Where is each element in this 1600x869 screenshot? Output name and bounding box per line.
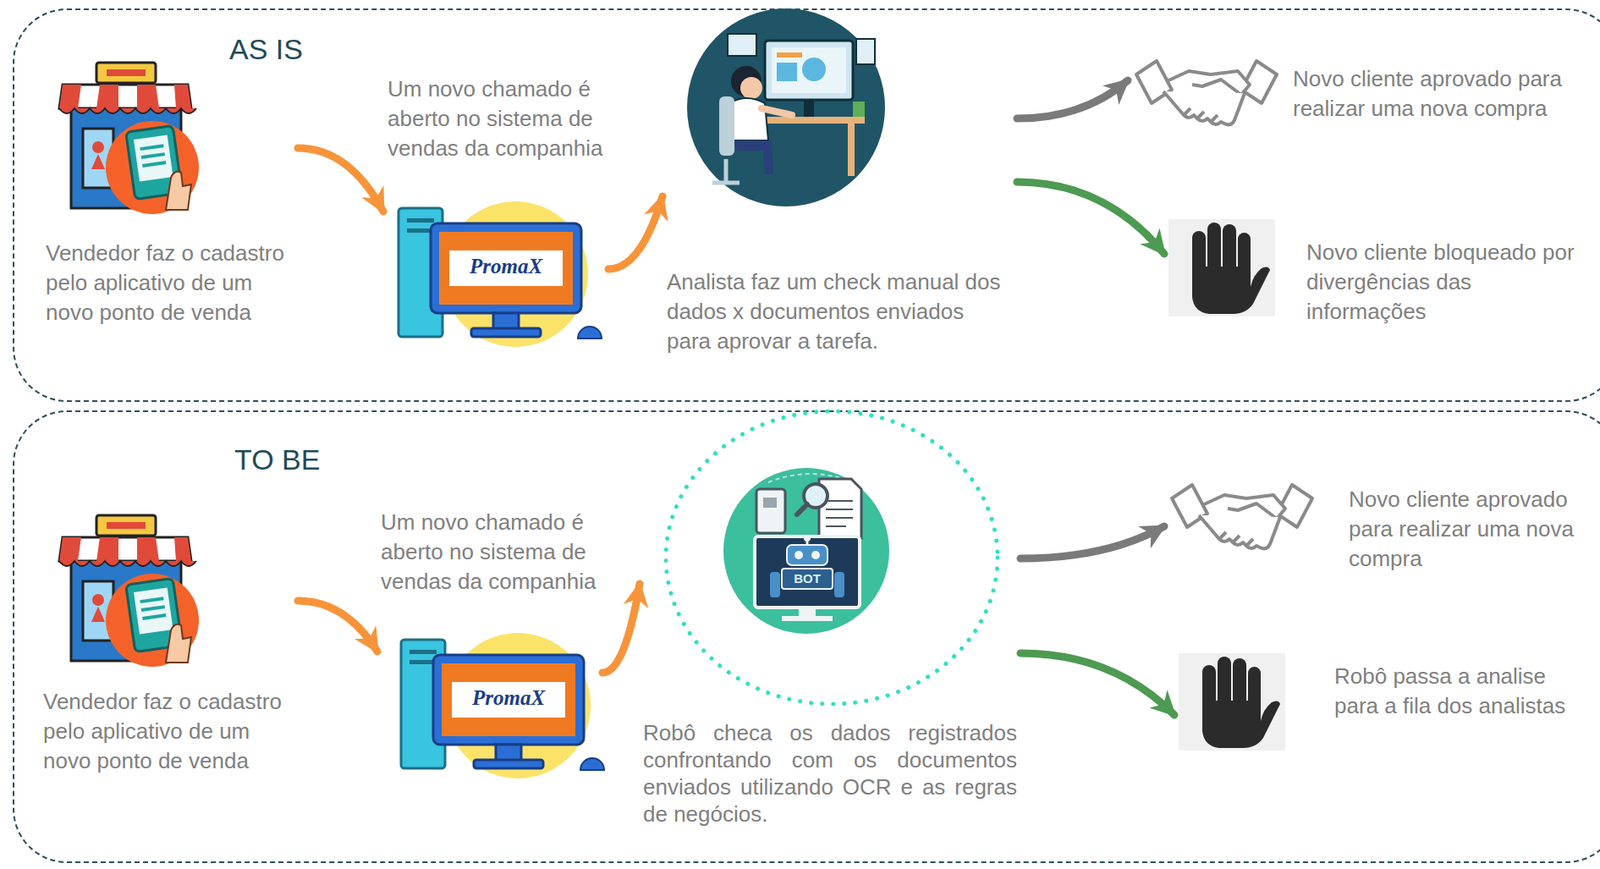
bot-icon	[641, 390, 1019, 716]
handshake-icon	[1168, 479, 1316, 561]
step-caption: Novo cliente aprovado para realizar uma …	[1348, 484, 1578, 574]
step-caption: Um novo chamado é aberto no sistema de v…	[387, 74, 606, 164]
handshake-illustration	[1168, 479, 1316, 557]
bot-illustration	[641, 390, 1019, 713]
hand-illustration	[1178, 653, 1286, 751]
screen-label: PromaX	[451, 681, 566, 715]
step-caption: Robô passa a analise para a fila dos ana…	[1334, 661, 1589, 721]
panel-title: AS IS	[229, 32, 303, 66]
step-caption: Novo cliente bloqueado por divergências …	[1306, 237, 1586, 327]
dashed-panel: TO BE Vendedor faz o cadastro pelo aplica…	[12, 410, 1600, 864]
step-caption: Novo cliente aprovado para realizar uma …	[1292, 64, 1585, 124]
process-step: Um novo chamado é aberto no sistema de v…	[379, 507, 601, 784]
process-step: Vendedor faz o cadastro pelo aplicativo …	[42, 511, 297, 778]
hand-icon	[1178, 653, 1286, 754]
step-caption: Um novo chamado é aberto no sistema de v…	[380, 507, 600, 597]
process-step: Novo cliente bloqueado por divergências …	[1165, 215, 1591, 329]
dashed-panel: AS IS Vendedor faz o cadastro pelo aplica…	[12, 8, 1600, 402]
curved-arrow	[1017, 80, 1128, 119]
hand-illustration	[1168, 219, 1276, 317]
step-caption: Robô checa os dados registrados confront…	[643, 719, 1018, 828]
analyst-illustration	[687, 8, 886, 207]
store-icon	[47, 511, 204, 672]
step-caption: Vendedor faz o cadastro pelo aplicativo …	[43, 687, 296, 776]
handshake-illustration	[1132, 55, 1281, 133]
process-step: Um novo chamado é aberto no sistema de v…	[384, 74, 607, 352]
step-caption: Vendedor faz o cadastro pelo aplicativo …	[45, 238, 297, 328]
process-step: Analista faz um check manual dos dados x…	[664, 6, 1016, 358]
process-step: Vendedor faz o cadastro pelo aplicativo …	[42, 59, 297, 330]
store-icon	[47, 59, 204, 220]
process-step: Novo cliente aprovado para realizar uma …	[1165, 475, 1594, 576]
process-step: Novo cliente aprovado para realizar uma …	[1129, 52, 1591, 138]
store-illustration	[47, 59, 204, 216]
curved-arrow	[1020, 526, 1165, 559]
process-step: Robô checa os dados registrados confront…	[641, 390, 1019, 830]
curved-arrow	[608, 196, 663, 270]
curved-arrow	[297, 600, 378, 652]
step-caption: Analista faz um check manual dos dados x…	[666, 267, 1014, 357]
analyst-icon	[687, 8, 886, 210]
curved-arrow	[602, 583, 640, 673]
screen-label: BOT	[786, 571, 828, 587]
panel-title: TO BE	[234, 442, 320, 477]
curved-arrow	[1017, 181, 1165, 254]
process-step: Robô passa a analise para a fila dos ana…	[1176, 649, 1591, 756]
hand-icon	[1168, 219, 1276, 320]
curved-arrow	[1020, 653, 1175, 715]
store-illustration	[47, 511, 204, 669]
curved-arrow	[297, 148, 384, 212]
screen-label: PromaX	[449, 250, 563, 283]
handshake-icon	[1132, 55, 1281, 137]
